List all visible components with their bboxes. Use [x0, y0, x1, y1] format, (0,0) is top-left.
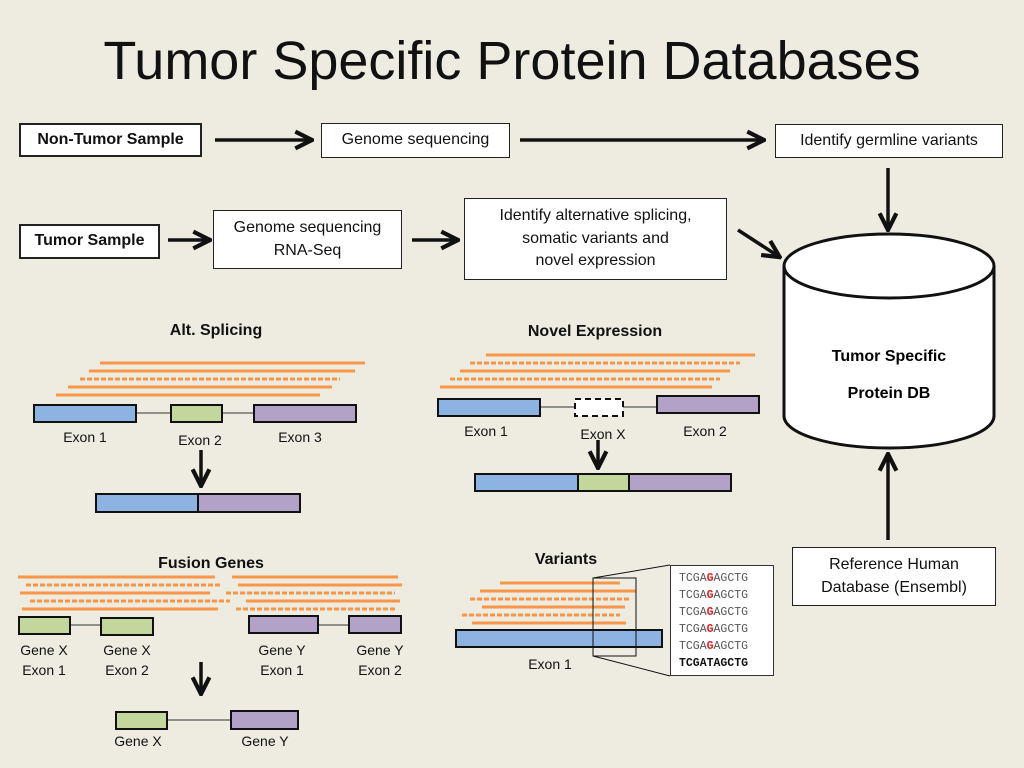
fusion-genes-title: Fusion Genes — [158, 555, 264, 572]
variant-exon1-block — [455, 629, 663, 648]
fusion-genex-exon2-label: Gene X Exon 2 — [103, 642, 151, 679]
alt-exon2-label: Exon 2 — [178, 432, 222, 448]
database-icon — [782, 232, 996, 450]
novel-exon2-label: Exon 2 — [683, 423, 727, 439]
reference-database-box: Reference Human Database (Ensembl) — [792, 547, 996, 606]
fusion-geney-exon2-label: Gene Y Exon 2 — [356, 642, 404, 679]
novel-exon1-label: Exon 1 — [464, 423, 508, 439]
novel-exon2-block — [656, 395, 760, 414]
variant-read-sequence: TCGAGAGCTG — [679, 606, 749, 619]
variant-reads — [462, 581, 636, 625]
alt-exon3-label: Exon 3 — [278, 429, 322, 445]
variant-zoom-box — [592, 577, 637, 657]
novel-result-exon1 — [474, 473, 579, 492]
alt-exon1-block — [33, 404, 137, 423]
page-title: Tumor Specific Protein Databases — [103, 31, 921, 91]
variant-read-sequence: TCGAGAGCTG — [679, 572, 749, 585]
variant-base: G — [706, 640, 714, 653]
fused-genex-block — [115, 711, 168, 730]
alt-exon2-block — [170, 404, 223, 423]
novel-expression-title: Novel Expression — [527, 323, 663, 340]
variant-base: G — [706, 589, 714, 602]
novel-result-exonx — [577, 473, 630, 492]
fused-genex-label: Gene X — [114, 733, 162, 749]
variant-read-sequence: TCGAGAGCTG — [679, 623, 749, 636]
fusion-geney-exon1-label: Gene Y Exon 1 — [258, 642, 306, 679]
alt-splicing-reads — [56, 361, 365, 397]
variant-read-sequence: TCGAGAGCTG — [679, 589, 749, 602]
fused-geney-label: Gene Y — [241, 733, 289, 749]
alt-exon1-label: Exon 1 — [63, 429, 107, 445]
tumor-sample-box: Tumor Sample — [19, 224, 160, 259]
variant-base: G — [706, 623, 714, 636]
arrow-identify-to-db — [737, 228, 778, 256]
novel-exon1-block — [437, 398, 541, 417]
reference-sequence: TCGATAGCTG — [679, 657, 749, 670]
fusion-genex-exon1-label: Gene X Exon 1 — [20, 642, 68, 679]
variant-base: G — [706, 606, 714, 619]
database-label: Tumor Specific Protein DB — [831, 348, 947, 402]
novel-expression-reads — [440, 353, 755, 389]
fusion-genex-exon2-block — [100, 617, 154, 636]
variant-base: G — [706, 572, 714, 585]
identify-alternative-box: Identify alternative splicing, somatic v… — [464, 198, 727, 280]
genome-sequencing-box: Genome sequencing — [321, 123, 510, 158]
fusion-genex-exon1-block — [18, 616, 71, 635]
variant-read-sequence: TCGAGAGCTG — [679, 640, 749, 653]
tumor-sequencing-box: Genome sequencing RNA-Seq — [213, 210, 402, 269]
fused-geney-block — [230, 710, 299, 730]
alt-exon3-block — [253, 404, 357, 423]
fusion-geney-exon1-block — [248, 615, 319, 634]
fusion-reads — [18, 575, 402, 611]
novel-exonx-label: Exon X — [580, 426, 626, 442]
variant-exon1-label: Exon 1 — [528, 656, 572, 672]
non-tumor-sample-box: Non-Tumor Sample — [19, 123, 202, 157]
alt-result-exon3 — [197, 493, 301, 513]
fusion-geney-exon2-block — [348, 615, 402, 634]
variants-title: Variants — [534, 551, 598, 568]
novel-result-exon2 — [628, 473, 732, 492]
novel-exonx-block — [574, 398, 624, 417]
alt-result-exon1 — [95, 493, 199, 513]
alt-splicing-title: Alt. Splicing — [169, 322, 263, 339]
variant-sequence-panel: TCGAGAGCTG TCGAGAGCTG TCGAGAGCTG TCGAGAGCTG… — [670, 565, 774, 676]
identify-germline-box: Identify germline variants — [775, 124, 1003, 158]
